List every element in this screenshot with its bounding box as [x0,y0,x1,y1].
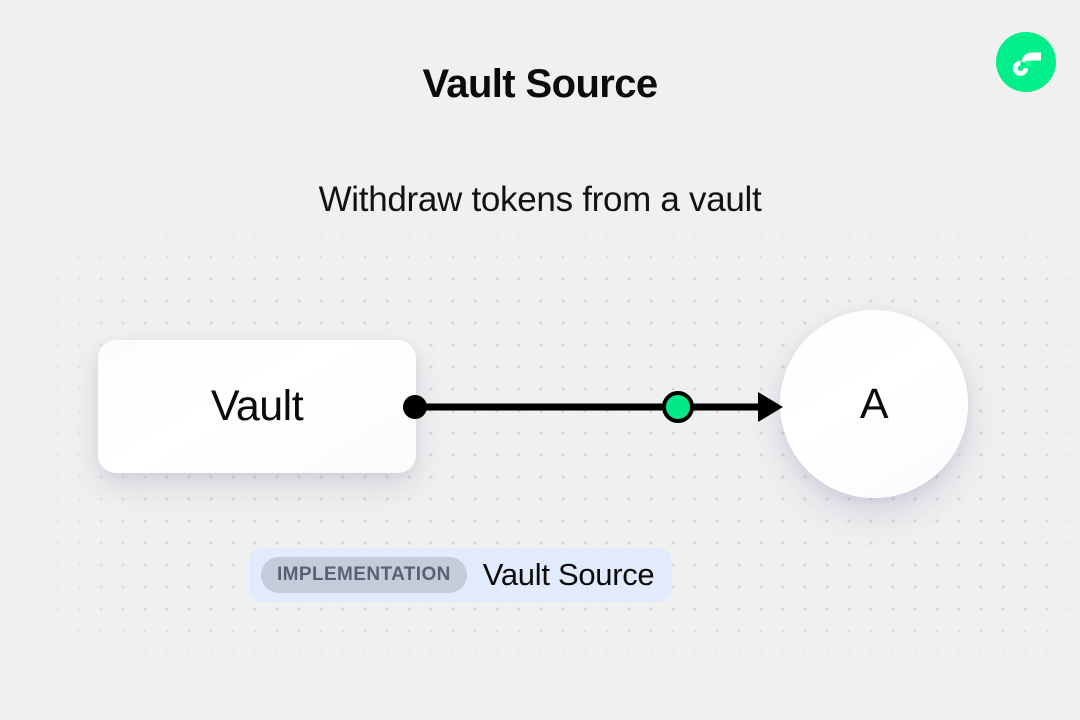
edge-midpoint-handle[interactable] [662,391,694,423]
edge-arrowhead-icon [758,392,783,422]
implementation-name: Vault Source [482,557,655,592]
node-vault[interactable]: Vault [98,340,416,473]
implementation-badge[interactable]: IMPLEMENTATION Vault Source [249,548,673,602]
implementation-tag-label: IMPLEMENTATION [261,557,467,593]
page-title: Vault Source [422,62,658,106]
edge-source-port[interactable] [403,395,427,419]
node-vault-label: Vault [210,382,304,430]
node-a-label: A [859,379,889,428]
flow-logo-icon[interactable] [996,32,1056,92]
page-subtitle: Withdraw tokens from a vault [318,180,762,219]
node-a[interactable]: A [780,310,968,498]
